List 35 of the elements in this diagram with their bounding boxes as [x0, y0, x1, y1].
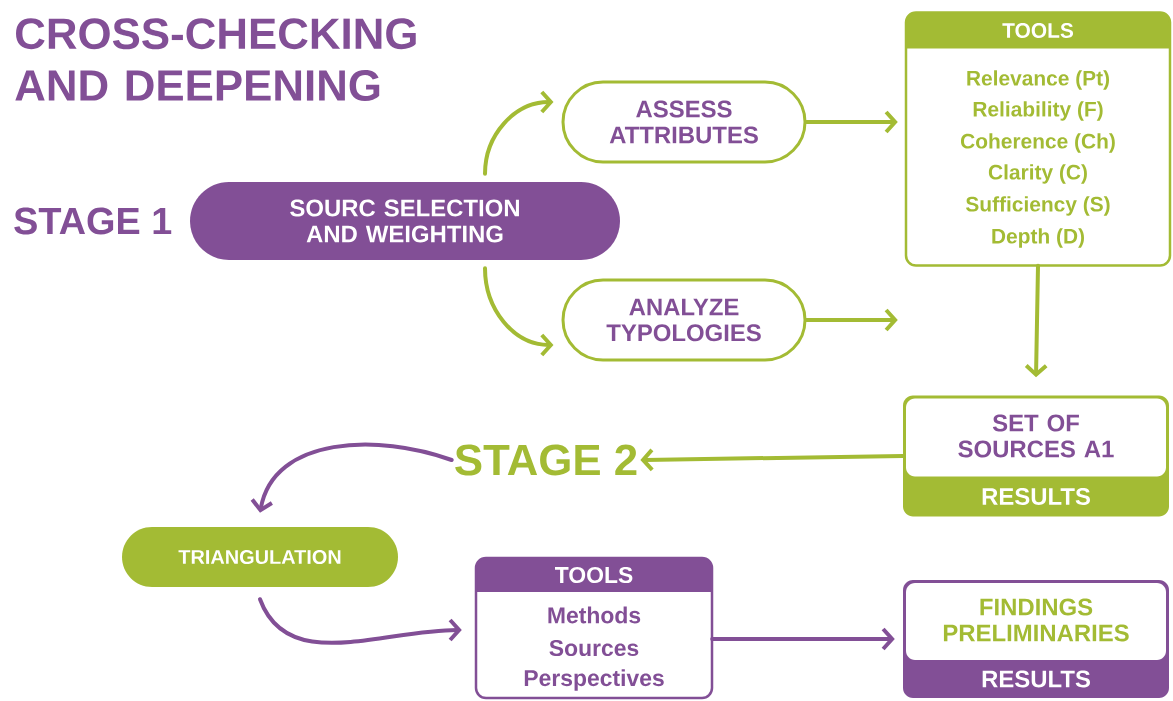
card-text: FINDINGS PRELIMINARIES [943, 598, 1129, 642]
card-heading: TOOLS [555, 566, 633, 584]
results-card [903, 580, 1169, 698]
results-card [903, 395, 1169, 517]
tool-item: Methods [548, 606, 641, 624]
tool-item: Relevance (Pt) [967, 70, 1109, 90]
arrow [1024, 263, 1048, 378]
stage-label: STAGE 1 [14, 207, 172, 235]
stage-pill: SOURC SELECTION AND WEIGHTING [190, 182, 620, 260]
step-pill: ANALYZE TYPOLOGIES [561, 278, 807, 362]
tools-card [474, 556, 714, 700]
arrow [640, 448, 905, 472]
stage-label: STAGE 2 [455, 444, 637, 476]
arrow [804, 110, 898, 134]
tool-item: Sufficiency (S) [965, 196, 1110, 216]
step-pill: ASSESS ATTRIBUTES [561, 80, 807, 164]
tools-card [904, 11, 1172, 267]
tool-item: Reliability (F) [973, 101, 1103, 121]
arrow [250, 442, 454, 513]
tool-item: Coherence (Ch) [961, 133, 1115, 153]
card-footer: RESULTS [982, 488, 1090, 505]
title: CROSS-CHECKING AND DEEPENING [15, 18, 416, 102]
tool-item: Sources [549, 639, 639, 657]
arrow [710, 627, 895, 651]
arrow [804, 308, 898, 332]
card-text: SET OF SOURCES A1 [958, 414, 1114, 458]
card-heading: TOOLS [1002, 23, 1074, 38]
stage-pill: TRIANGULATION [122, 527, 398, 587]
arrow [483, 266, 554, 357]
arrow [483, 90, 554, 176]
card-footer: RESULTS [982, 670, 1090, 688]
arrow [258, 597, 462, 645]
tool-item: Depth (D) [992, 228, 1084, 248]
tool-item: Perspectives [524, 669, 664, 691]
tool-item: Clarity (C) [988, 164, 1087, 184]
